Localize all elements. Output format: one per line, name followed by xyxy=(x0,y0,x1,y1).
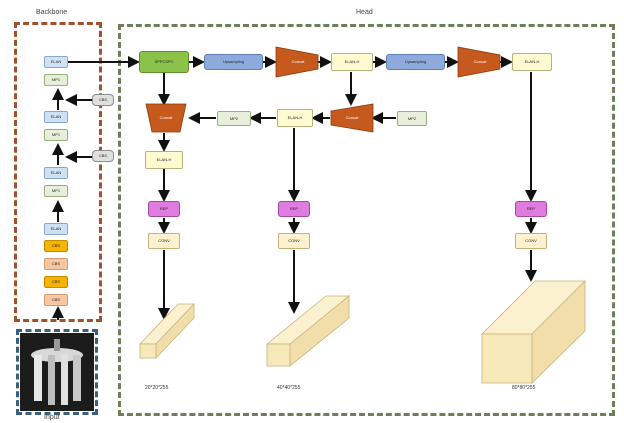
output-cuboid-medium xyxy=(267,296,349,366)
output-cuboid-small xyxy=(140,304,194,358)
output-label-medium: 40*40*255 xyxy=(277,385,300,391)
output-cuboid-large xyxy=(482,281,585,383)
output-label-small: 20*20*255 xyxy=(145,385,168,391)
output-label-large: 80*80*255 xyxy=(512,385,535,391)
